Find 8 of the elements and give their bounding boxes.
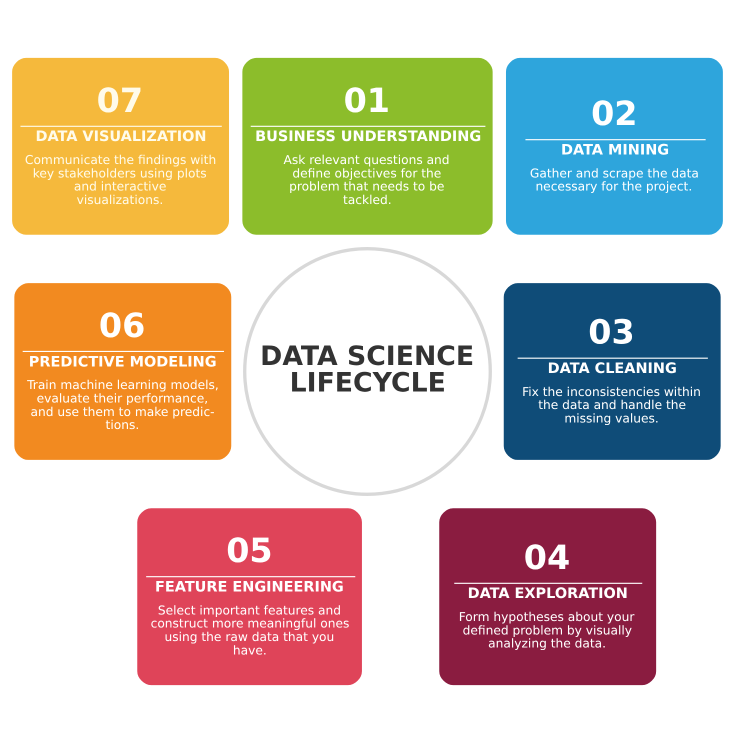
node-box: 04 DATA EXPLORATION Form hypotheses about your defined problem by visually analyzing the data. xyxy=(439,508,656,685)
node-box: 01 BUSINESS UNDERSTANDING Ask relevant questions and define objectives for the problem that needs to be tackled. xyxy=(242,57,493,234)
node-box: 05 FEATURE ENGINEERING Select important features and construct more meaningful ones using the raw data that you have. xyxy=(137,508,362,685)
node-circle: DATA SCIENCE LIFECYCLE xyxy=(243,246,492,496)
node-box: 03 DATA CLEANING Fix the inconsistencies within the data and handle the missing values. xyxy=(504,282,721,460)
node-box: 02 DATA MINING Gather and scrape the data necessary for the project. xyxy=(506,57,723,234)
node-box: 06 PREDICTIVE MODELING Train machine learning models, evaluate their performance, and use them to make predic- tions. xyxy=(14,282,232,460)
node-box: 07 DATA VISUALIZATION Communicate the findings with key stakeholders using plots and interactive visualizations. xyxy=(12,57,230,234)
